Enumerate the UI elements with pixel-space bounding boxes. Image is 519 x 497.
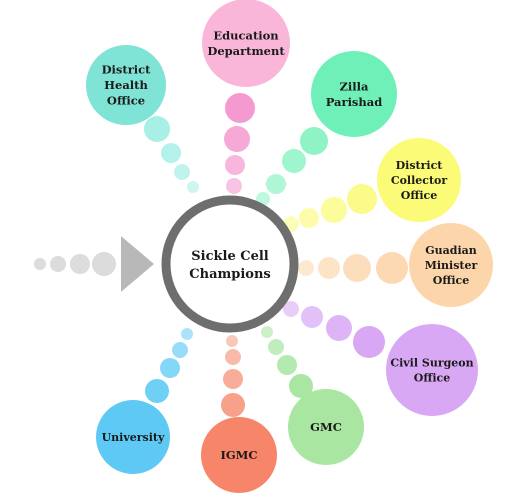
district-collector-office-label: Collector [391,174,448,187]
civil-surgeon-office-node [386,324,478,416]
education-department-connector-dot [226,178,242,194]
education-department-label: Department [207,44,285,58]
guadian-minister-office-label: Minister [425,259,478,272]
university-label: University [102,431,165,444]
district-collector-office-connector-dot [347,184,377,214]
center-label-line-2: Champions [189,267,270,282]
connector-dots [144,93,408,417]
gmc-label: GMC [310,420,342,434]
guadian-minister-office-connector-dot [343,254,371,282]
civil-surgeon-office-connector-dot [326,315,352,341]
civil-surgeon-office-connector-dot [301,306,323,328]
igmc-connector-dot [221,393,245,417]
civil-surgeon-office-label: Civil Surgeon [390,356,473,369]
university-connector-dot [181,328,193,340]
zilla-parishad-label: Parishad [326,95,383,109]
district-health-office-label: Office [107,94,145,108]
center-hub: Sickle Cell Champions [161,195,299,333]
guadian-minister-office-label: Office [433,274,470,287]
input-arrow [34,236,154,292]
igmc-node [201,417,277,493]
district-collector-office-connector-dot [299,208,319,228]
igmc-connector-dot [225,349,241,365]
university-connector-dot [160,358,180,378]
district-health-office-label: District [102,63,152,77]
university-connector-dot [172,342,188,358]
education-department-label: Education [213,28,279,42]
input-arrow-dot [92,252,116,276]
center-ring [161,195,299,333]
zilla-parishad-connector-dot [282,149,306,173]
guadian-minister-office-label: Guadian [425,244,477,257]
district-collector-office-node [377,138,461,222]
district-health-office-connector-dot [161,143,181,163]
input-arrow-dot [50,256,66,272]
igmc-connector-dot [226,335,238,347]
civil-surgeon-office-connector-dot [283,301,299,317]
igmc-label: IGMC [220,448,257,462]
guadian-minister-office-connector-dot [298,260,314,276]
district-collector-office-connector-dot [321,197,347,223]
guadian-minister-office-connector-dot [376,252,408,284]
gmc-connector-dot [289,374,313,398]
university-node [96,400,170,474]
education-department-connector-dot [224,126,250,152]
guadian-minister-office-node [409,223,493,307]
education-department-connector-dot [225,93,255,123]
gmc-connector-dot [268,339,284,355]
input-arrow-dot [70,254,90,274]
input-arrow-head [121,236,154,292]
district-collector-office-label: District [396,159,444,172]
zilla-parishad-connector-dot [300,127,328,155]
education-department-connector-dot [225,155,245,175]
district-health-office-node [86,45,166,125]
stakeholder-nodes: DistrictHealthOfficeEducationDepartmentZ… [86,0,493,493]
gmc-connector-dot [277,355,297,375]
center-label-line-1: Sickle Cell [191,249,269,264]
district-health-office-connector-dot [144,116,170,142]
zilla-parishad-connector-dot [266,174,286,194]
gmc-node [288,389,364,465]
district-health-office-label: Health [104,78,148,92]
district-health-office-connector-dot [174,164,190,180]
civil-surgeon-office-label: Office [414,371,451,384]
university-connector-dot [145,379,169,403]
zilla-parishad-label: Zilla [340,79,370,93]
zilla-parishad-node [311,51,397,137]
district-health-office-connector-dot [187,181,199,193]
education-department-node [202,0,290,87]
input-arrow-dot [34,258,46,270]
district-collector-office-label: Office [401,189,438,202]
gmc-connector-dot [261,326,273,338]
civil-surgeon-office-connector-dot [353,326,385,358]
igmc-connector-dot [223,369,243,389]
guadian-minister-office-connector-dot [318,257,340,279]
